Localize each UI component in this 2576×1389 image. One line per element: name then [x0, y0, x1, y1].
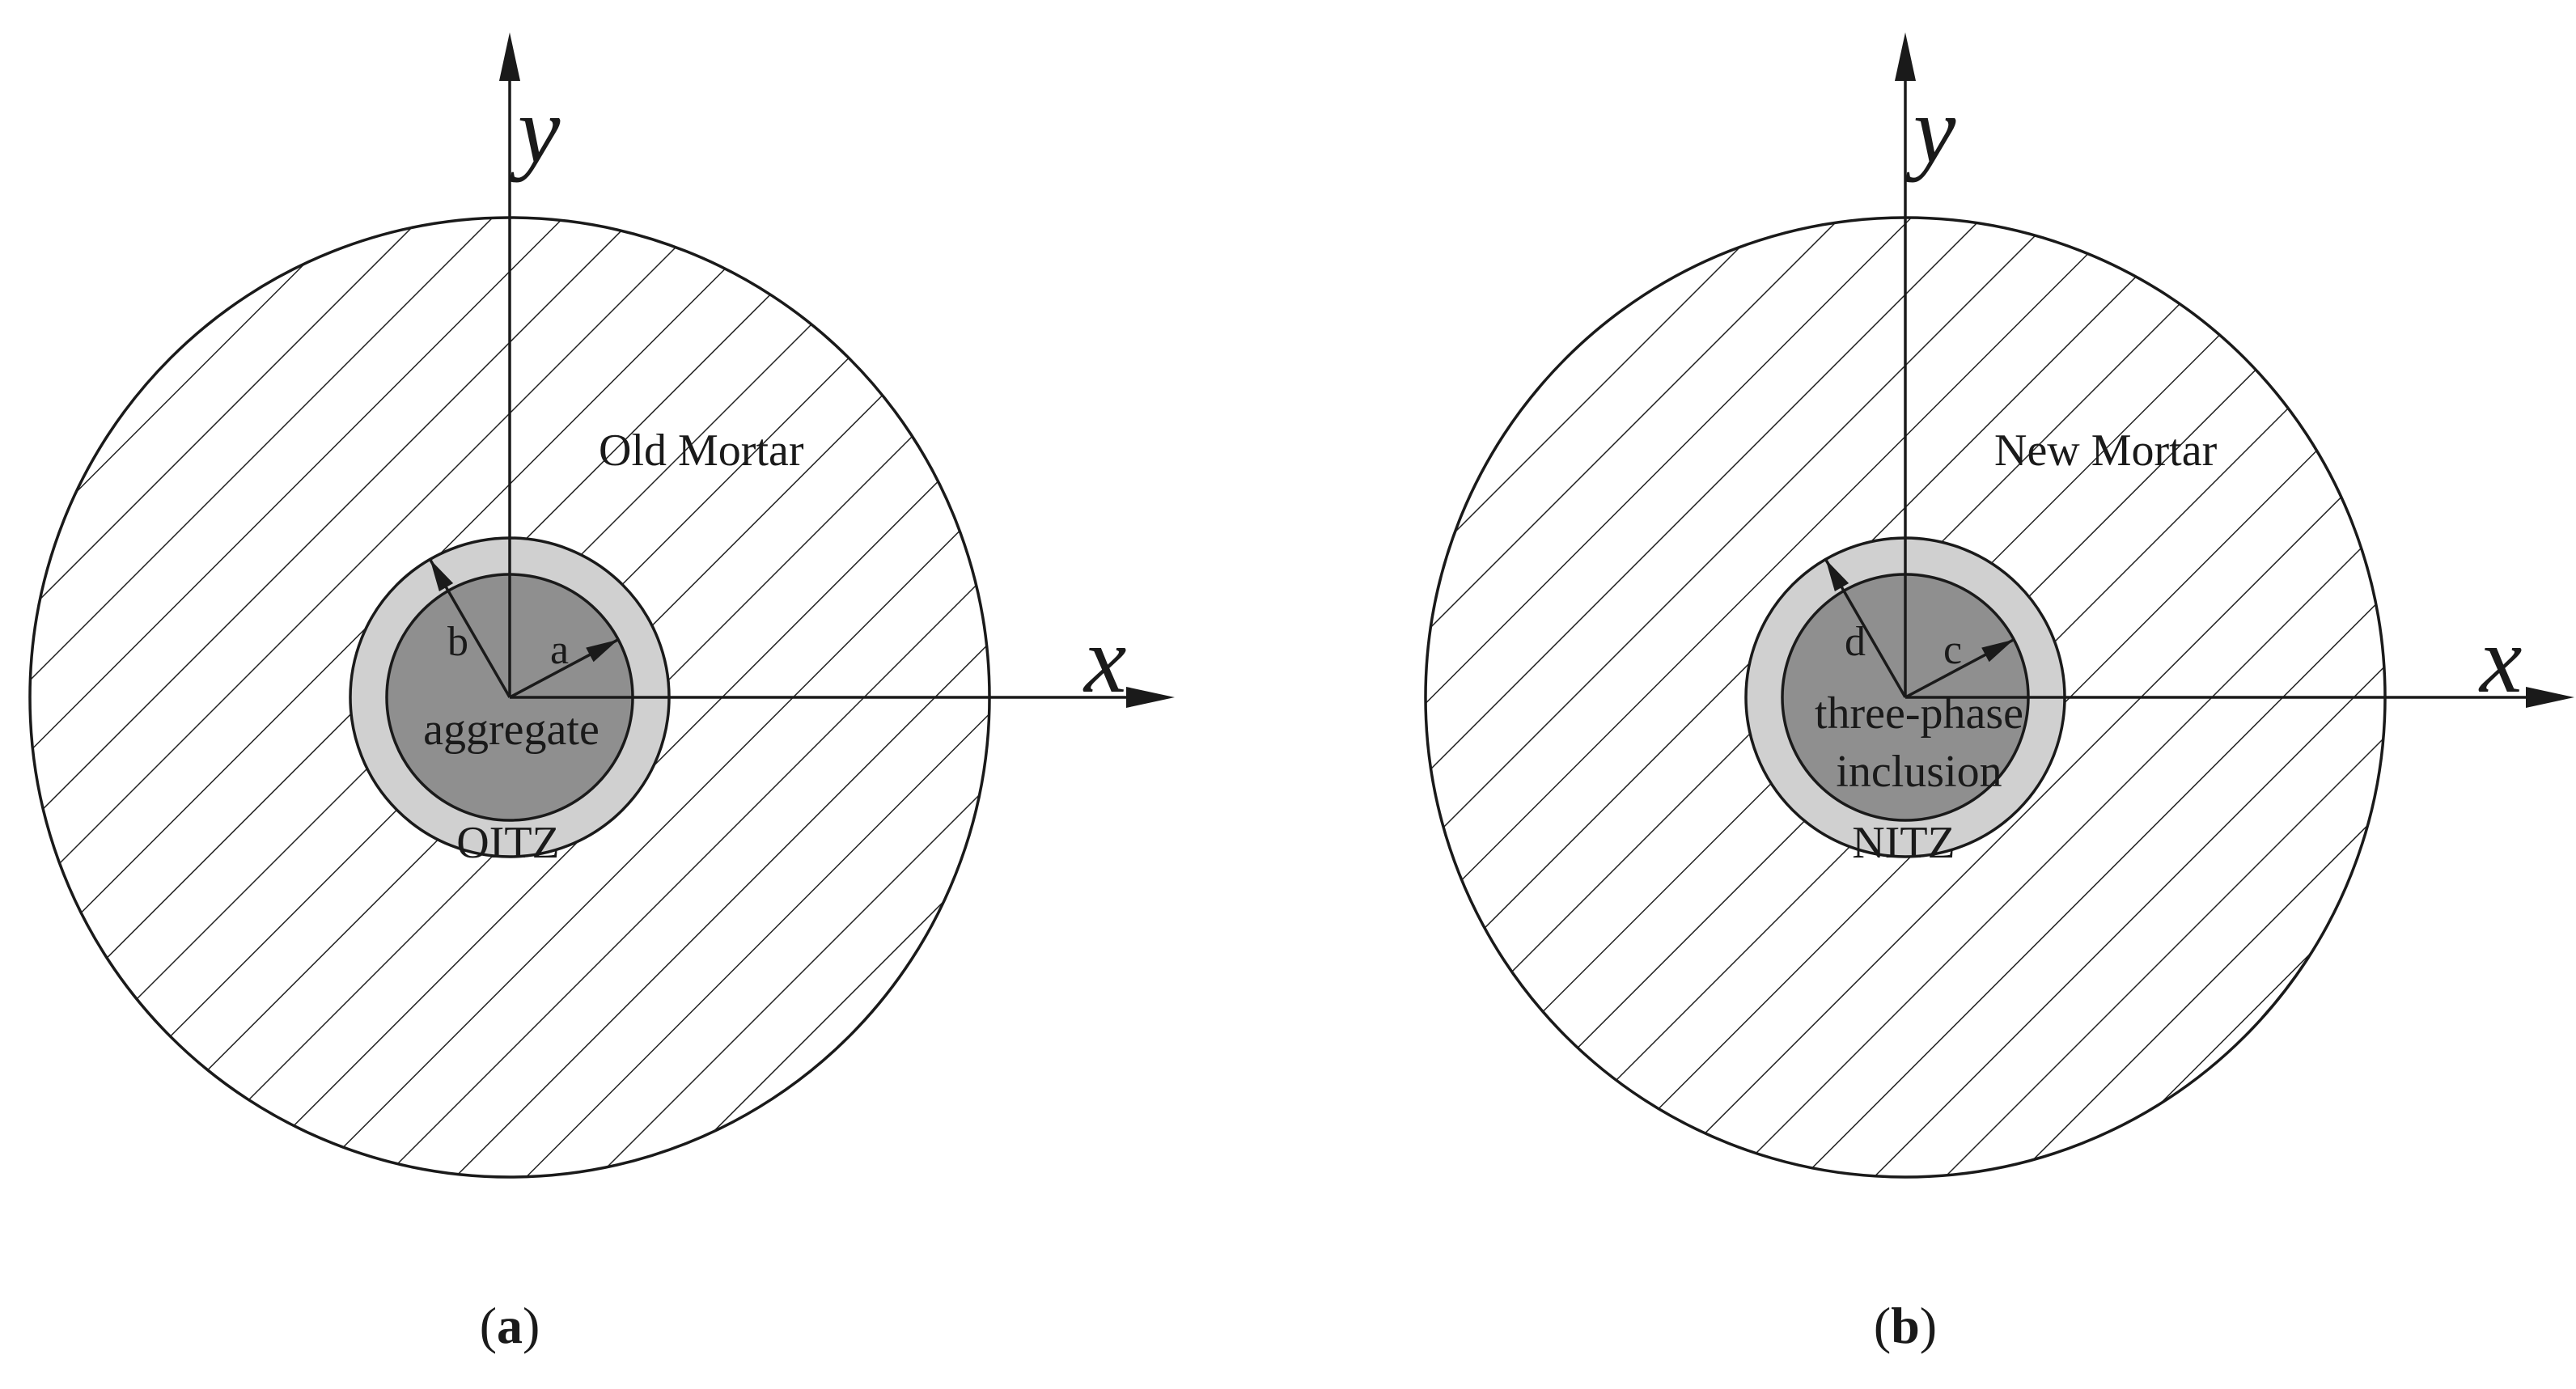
radius-b-label: b: [447, 619, 468, 665]
radius-d-label: d: [1845, 619, 1866, 665]
x-axis-label: x: [1083, 607, 1126, 713]
x-axis-label: x: [2478, 607, 2522, 713]
three-phase-label: three-phase: [1815, 688, 2023, 739]
caption-letter: b: [1891, 1297, 1920, 1354]
inner-radius-arrowhead: [586, 639, 619, 663]
oitz-label: OITZ: [456, 818, 560, 868]
inner-radius-arrowhead: [1981, 639, 2015, 663]
old-mortar-label: Old Mortar: [599, 426, 804, 476]
y-axis-arrowhead: [1895, 32, 1916, 81]
aggregate-label: aggregate: [423, 705, 600, 755]
outer-radius-arrowhead: [1825, 559, 1849, 592]
caption-open-paren: (: [480, 1297, 497, 1354]
y-axis-arrowhead: [499, 32, 520, 81]
panel-b: New Mortar three-phase inclusion NITZ c …: [1424, 32, 2574, 1354]
panel-b-caption: (b): [1874, 1297, 1937, 1354]
new-mortar-label: New Mortar: [1994, 426, 2218, 476]
y-axis-label: y: [1905, 77, 1956, 183]
panel-a: Old Mortar aggregate OITZ a b x y (a): [28, 32, 1175, 1354]
x-axis-arrowhead: [1126, 687, 1175, 708]
panel-a-caption: (a): [480, 1297, 540, 1354]
caption-close-paren: ): [1920, 1297, 1937, 1354]
radius-a-label: a: [550, 627, 569, 673]
x-axis-arrowhead: [2526, 687, 2574, 708]
caption-close-paren: ): [523, 1297, 540, 1354]
y-axis-label: y: [510, 77, 561, 183]
radius-c-label: c: [1943, 627, 1962, 673]
inclusion-label: inclusion: [1836, 747, 2002, 797]
nitz-label: NITZ: [1852, 818, 1955, 868]
caption-open-paren: (: [1874, 1297, 1891, 1354]
caption-letter: a: [497, 1297, 523, 1354]
outer-radius-arrowhead: [430, 559, 454, 592]
